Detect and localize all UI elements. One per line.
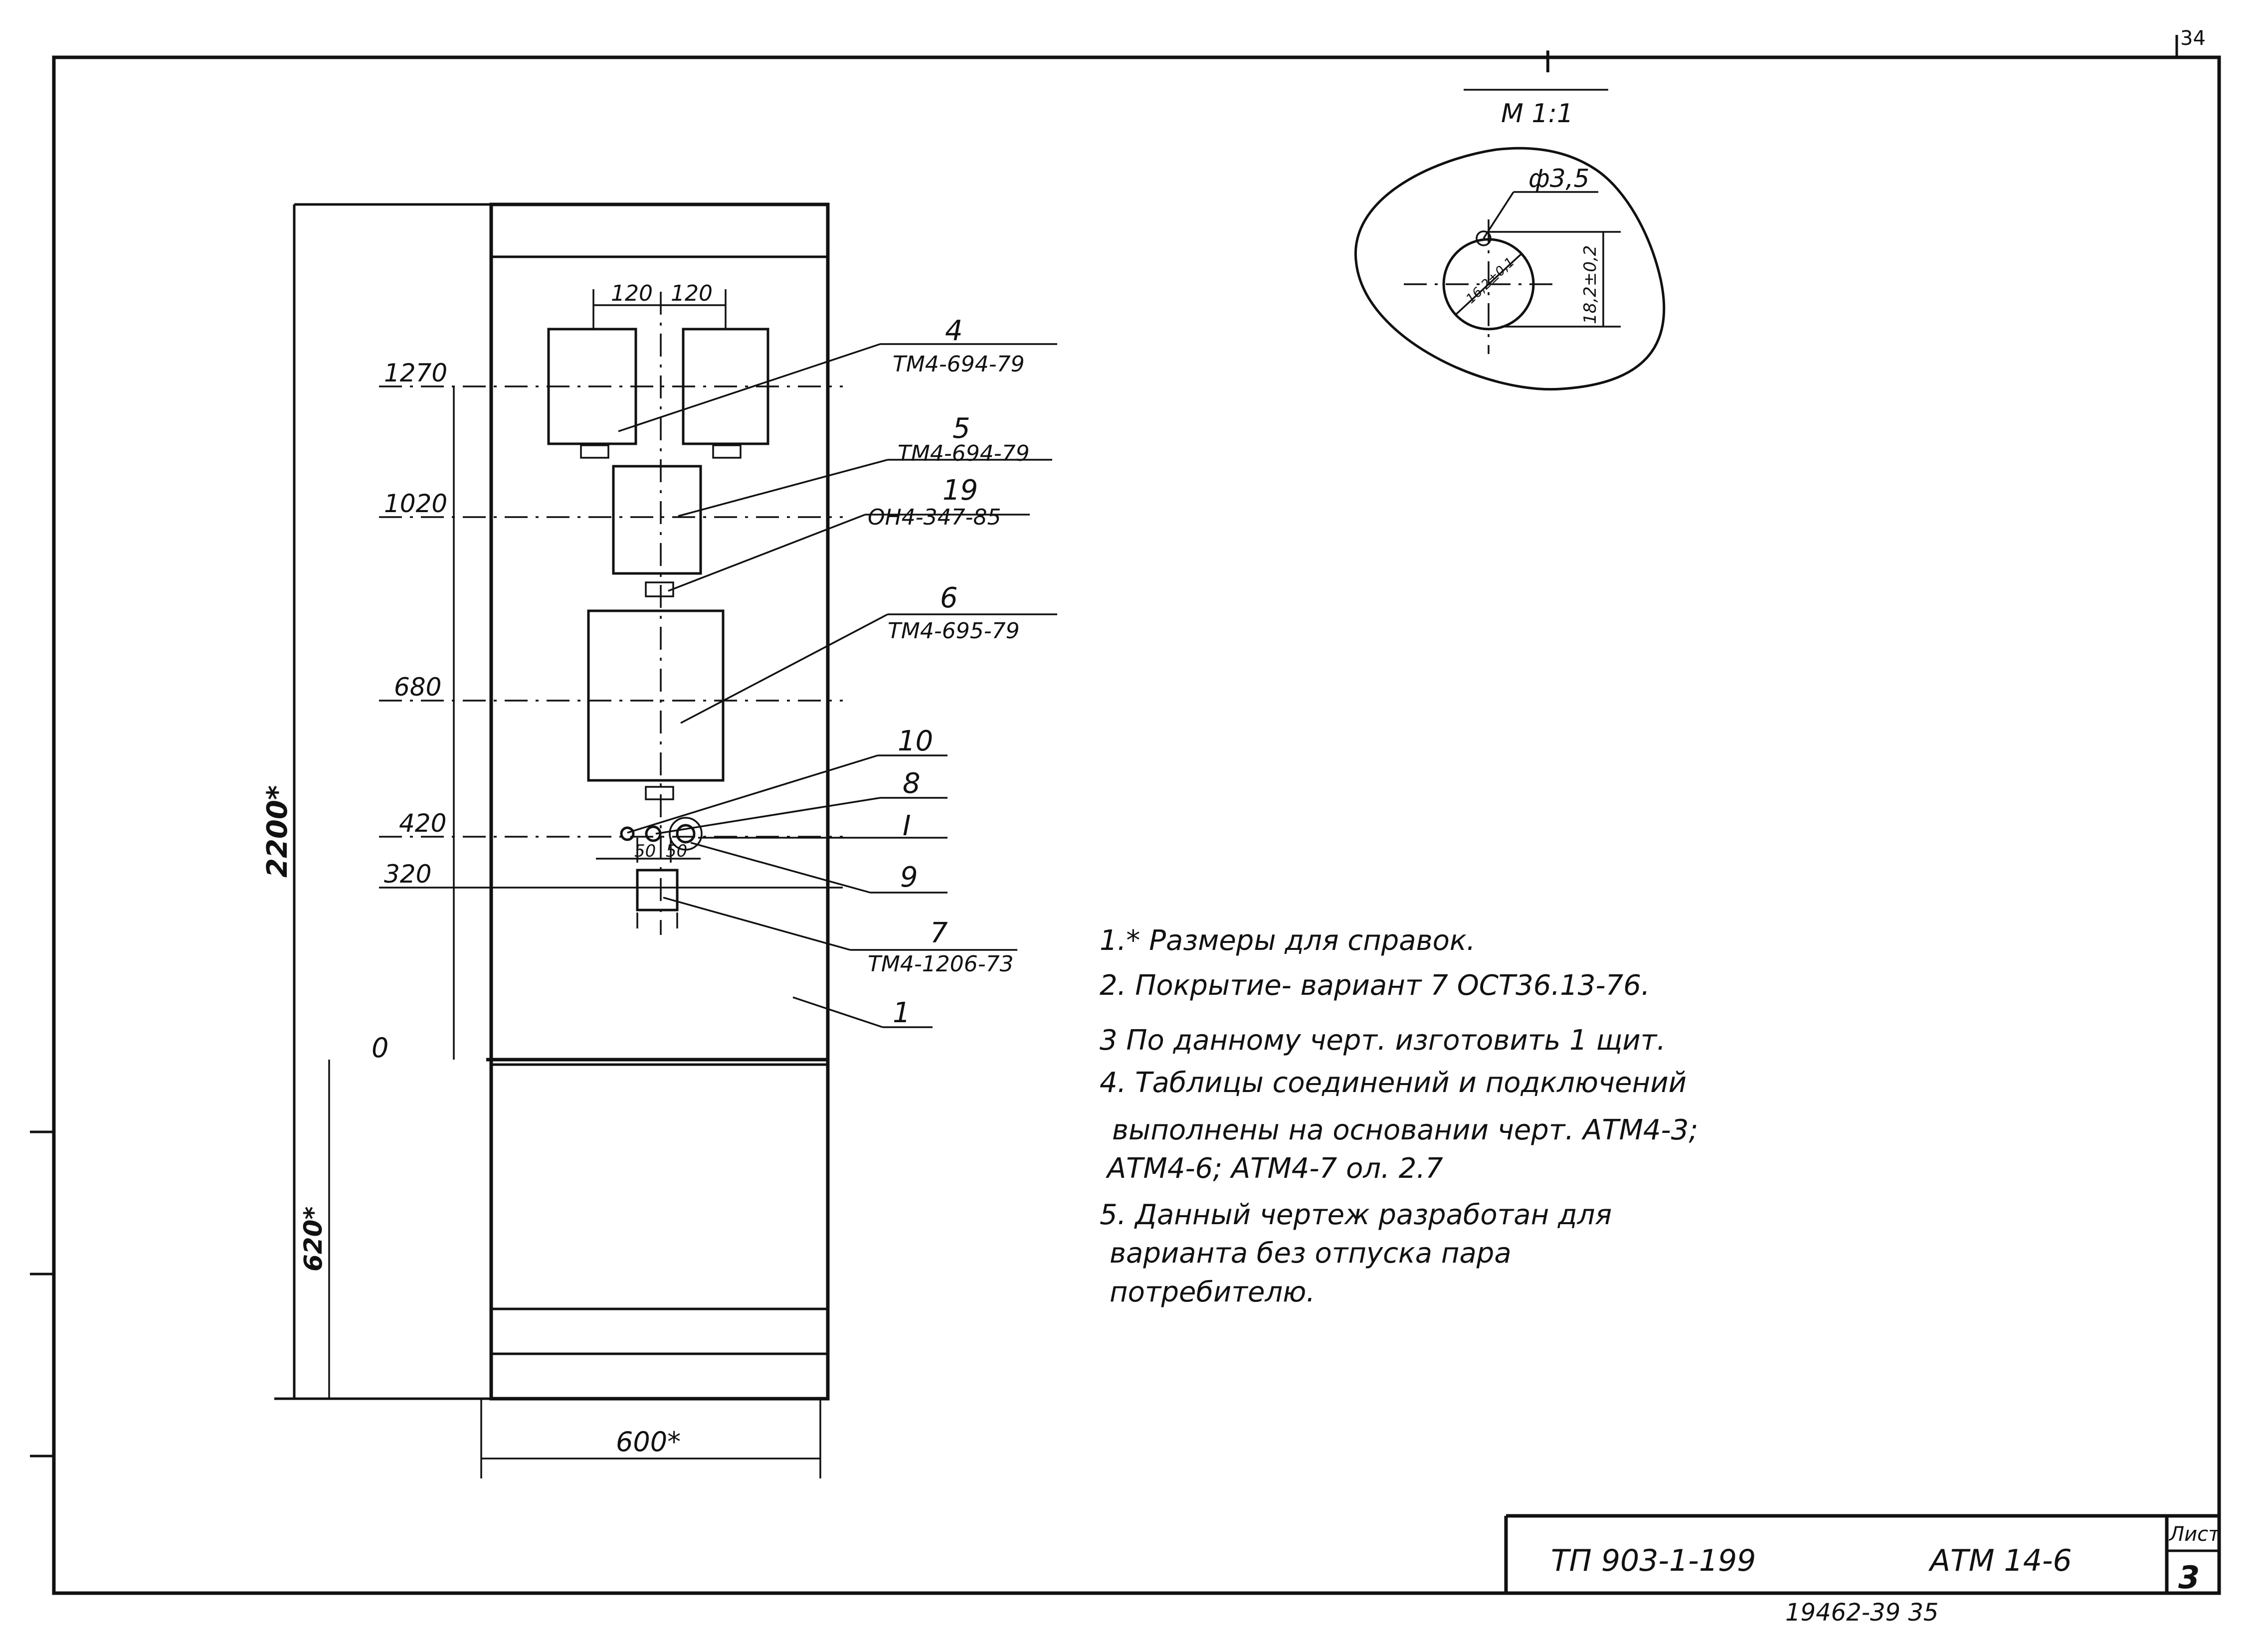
- note-line-5: выполнены на основании черт. АТМ4-3;: [1112, 1114, 1698, 1146]
- panel-outline: [489, 202, 830, 1401]
- callout-7-num: 7: [930, 917, 948, 949]
- sheet-corner-number: 34: [2180, 27, 2206, 50]
- instrument-7: [636, 869, 679, 912]
- section-scale: M 1:1: [1501, 99, 1573, 129]
- callout-19-num: 19: [943, 474, 978, 507]
- note-line-2: 2. Покрытие- вариант 7 ОСТ36.13-76.: [1100, 969, 1650, 1002]
- section-dim-b: 18,2±0,2: [1580, 245, 1600, 324]
- callout-4-num: 4: [945, 315, 963, 347]
- section-diameter: ф3,5: [1528, 164, 1589, 193]
- section-dim-a: 16,2±0,1: [1463, 255, 1517, 307]
- note-line-3: 3 По данному черт. изготовить 1 щит.: [1100, 1024, 1666, 1057]
- notes: 1.* Размеры для справок. 2. Покрытие- ва…: [1100, 924, 1698, 1308]
- note-line-4: 4. Таблицы соединений и подключений: [1100, 1067, 1687, 1099]
- note-line-7: 5. Данный чертеж разработан для: [1100, 1199, 1612, 1231]
- instrument-6: [587, 609, 725, 782]
- level-0: 0: [372, 1032, 388, 1064]
- callout-10-num: 10: [898, 725, 933, 757]
- panel-drawing: 120 120 50 50 1270 1020 680 420 320: [261, 202, 1057, 1478]
- callout-7-ref: ТМ4-1206-73: [868, 951, 1014, 977]
- sheet-label: Лист: [2168, 1523, 2221, 1546]
- small-hole: [1476, 230, 1492, 246]
- note-line-1: 1.* Размеры для справок.: [1100, 924, 1476, 957]
- note-line-6: АТМ4-6; АТМ4-7 ол. 2.7: [1106, 1152, 1443, 1185]
- callout-I-num: I: [903, 810, 911, 842]
- section-detail: I M 1:1 ф3,5 18,2±0,2 16,2±0,1: [1354, 45, 1666, 391]
- section-outline: [1354, 147, 1666, 391]
- bottom-number: 19462-39 35: [1785, 1599, 1938, 1627]
- title-block: ТП 903-1-199 АТМ 14-6 Лист 3 19462-39 35: [1504, 1514, 2221, 1627]
- title-project: ТП 903-1-199: [1551, 1543, 1756, 1578]
- dim-120-left: 120: [611, 281, 653, 306]
- dim-50-left: 50: [634, 841, 656, 861]
- callout-5-num: 5: [952, 412, 970, 445]
- callout-6-num: 6: [940, 582, 958, 614]
- panel-width: 600*: [616, 1426, 681, 1458]
- element-9: [676, 824, 696, 844]
- callout-5-ref: ТМ4-694-79: [898, 441, 1030, 466]
- sheet-frame: [52, 55, 2221, 1595]
- sheet-number: 3: [2178, 1559, 2200, 1596]
- callout-19-ref: ОН4-347-85: [868, 505, 1001, 530]
- level-1020: 1020: [384, 489, 447, 518]
- instrument-19: [645, 581, 674, 597]
- callout-1-num: 1: [893, 997, 911, 1029]
- level-320: 320: [384, 860, 431, 889]
- callout-8-num: 8: [903, 767, 921, 800]
- instrument-5: [612, 465, 702, 575]
- level-420: 420: [399, 809, 446, 838]
- note-line-9: потребителю.: [1110, 1276, 1315, 1308]
- level-680: 680: [394, 673, 441, 702]
- dim-50-right: 50: [666, 841, 687, 861]
- section-mark: I: [1543, 45, 1552, 80]
- level-1270: 1270: [384, 359, 447, 387]
- callout-4-ref: ТМ4-694-79: [893, 352, 1025, 377]
- callout-9-num: 9: [900, 861, 918, 894]
- element-10: [620, 826, 635, 841]
- base-height: 620*: [299, 1206, 328, 1272]
- callout-6-ref: ТМ4-695-79: [888, 618, 1020, 644]
- note-line-8: варианта без отпуска пара: [1110, 1237, 1512, 1270]
- dim-120-right: 120: [671, 281, 713, 306]
- title-code: АТМ 14-6: [1928, 1543, 2072, 1578]
- overall-height: 2200*: [261, 785, 294, 878]
